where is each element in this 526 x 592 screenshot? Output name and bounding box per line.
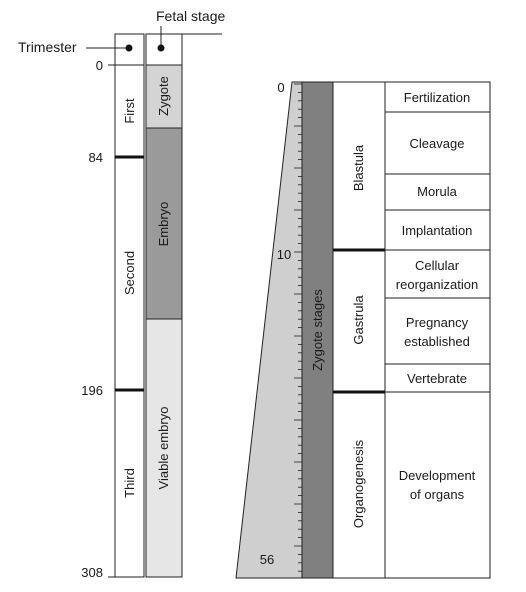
event-label-of-organs: of organs: [410, 487, 465, 502]
left-panel: Trimester Fetal stage 0 84 196 308 First…: [18, 8, 225, 580]
zygote-stages-bar: [301, 81, 334, 579]
fetal-stage-header: Fetal stage: [156, 8, 225, 24]
tick-label-196: 196: [81, 383, 103, 398]
scale-ticks: [294, 83, 302, 572]
trimester-marker-dot: [125, 44, 133, 52]
event-label-fertilization: Fertilization: [404, 90, 470, 105]
phase-column: [332, 81, 386, 579]
tick-label-0: 0: [96, 58, 103, 73]
event-label-reorganization: reorganization: [396, 277, 478, 292]
embryo-stage-label: Embryo: [156, 202, 171, 247]
event-label-cellular: Cellular: [415, 258, 460, 273]
trimester-third-label: Third: [122, 468, 137, 498]
fetal-stage-marker-dot: [157, 44, 165, 52]
scale-label-0: 0: [277, 80, 284, 95]
event-label-cleavage: Cleavage: [410, 136, 465, 151]
event-label-pregnancy: Pregnancy: [406, 315, 469, 330]
event-label-morula: Morula: [417, 184, 458, 199]
event-label-development: Development: [399, 468, 476, 483]
events-column: [384, 81, 491, 579]
embryo-stage-block: [145, 127, 183, 320]
viable-embryo-stage-block: [145, 318, 183, 578]
right-panel: Zygote stages Blastula Gastrula Organoge…: [235, 80, 491, 579]
zygote-stage-label: Zygote: [156, 76, 171, 116]
event-label-established: established: [404, 334, 470, 349]
zygote-stage-block: [145, 64, 183, 129]
event-label-vertebrate: Vertebrate: [407, 371, 467, 386]
tick-label-308: 308: [81, 565, 103, 580]
trimester-column: [114, 33, 145, 578]
event-label-implantation: Implantation: [402, 223, 473, 238]
tick-label-84: 84: [89, 150, 103, 165]
trimester-first-label: First: [122, 98, 137, 124]
zygote-wedge: [235, 81, 303, 579]
scale-label-10: 10: [277, 247, 291, 262]
gastrula-phase-label: Gastrula: [351, 295, 366, 345]
blastula-phase-label: Blastula: [351, 144, 366, 191]
zygote-stages-label: Zygote stages: [310, 289, 325, 371]
scale-label-56: 56: [260, 552, 274, 567]
trimester-header: Trimester: [18, 39, 77, 55]
organogenesis-phase-label: Organogenesis: [351, 439, 366, 528]
viable-embryo-stage-label: Viable embryo: [156, 407, 171, 490]
trimester-second-label: Second: [122, 251, 137, 295]
